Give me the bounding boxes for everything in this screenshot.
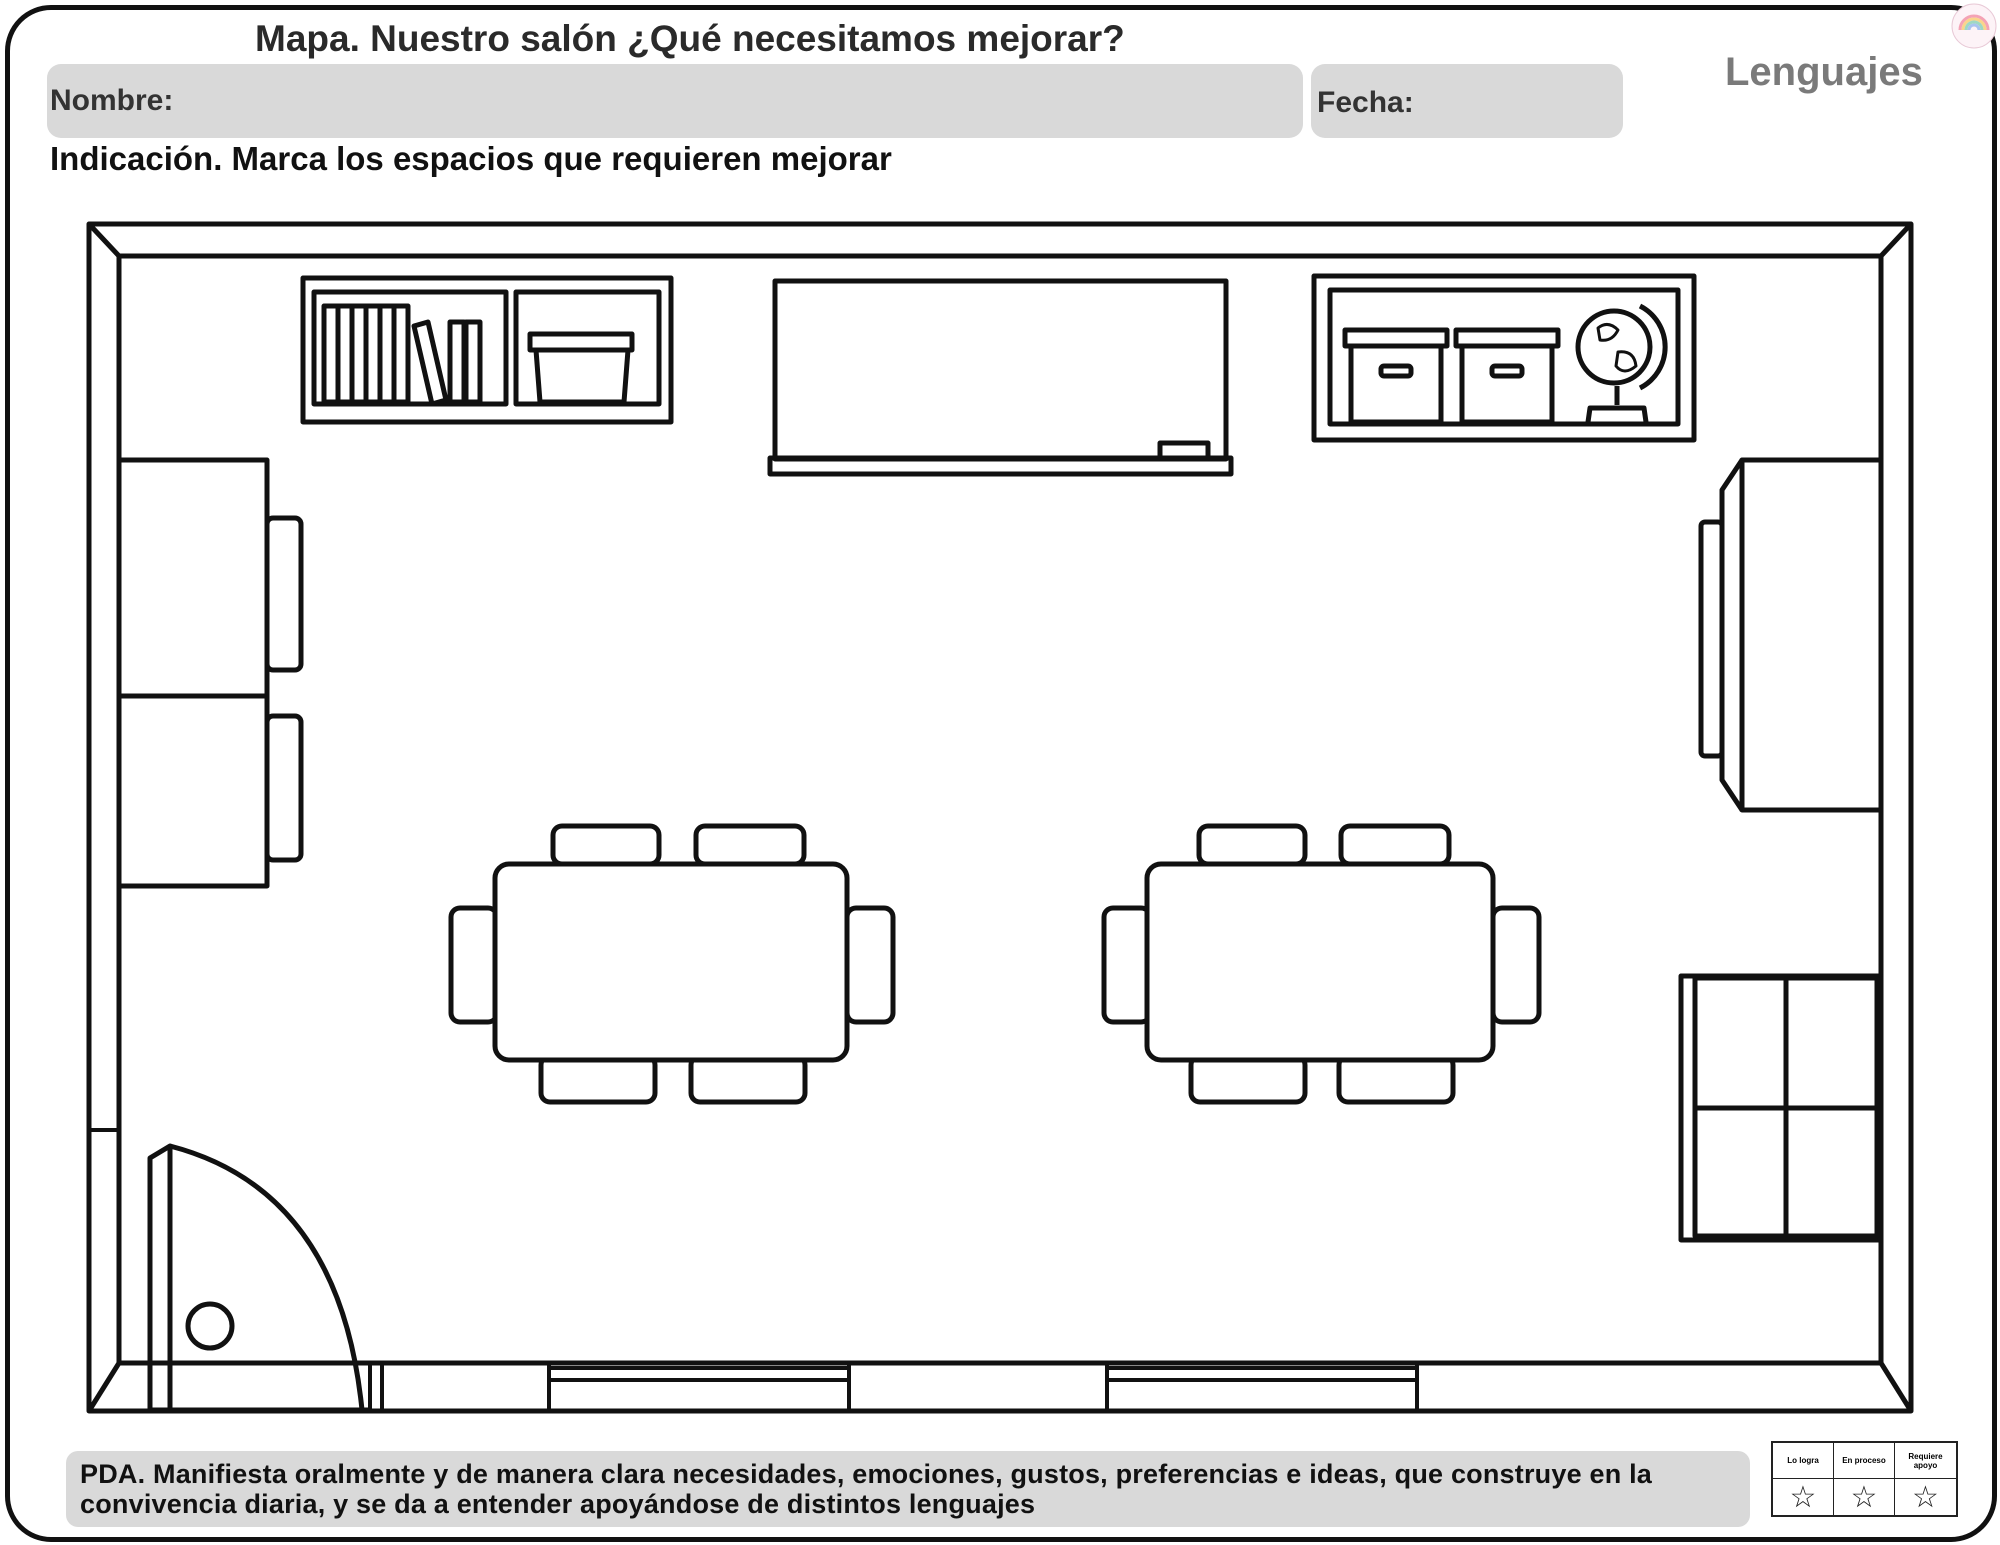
supply-shelf[interactable] [1311, 273, 1697, 443]
star-icon[interactable]: ☆ [1773, 1479, 1834, 1515]
evaluation-rubric: Lo logra En proceso Requiere apoyo ☆ ☆ ☆ [1771, 1441, 1958, 1517]
rubric-header-in-progress: En proceso [1834, 1443, 1895, 1479]
rainbow-logo-icon [1950, 2, 1998, 50]
globe-icon [1575, 303, 1668, 423]
door[interactable] [147, 1143, 370, 1413]
pda-box: PDA. Manifiesta oralmente y de manera cl… [66, 1451, 1750, 1527]
right-cabinet[interactable] [1698, 457, 1884, 813]
bookshelf[interactable] [300, 275, 674, 425]
date-label: Fecha: [1317, 86, 1414, 119]
bottom-windows [368, 1363, 1419, 1411]
star-icon[interactable]: ☆ [1834, 1479, 1895, 1515]
left-desk-top[interactable] [116, 457, 304, 699]
page-title: Mapa. Nuestro salón ¿Qué necesitamos mej… [255, 18, 1125, 59]
rubric-header-achieved: Lo logra [1773, 1443, 1834, 1479]
whiteboard[interactable] [767, 278, 1234, 477]
name-label: Nombre: [50, 84, 174, 117]
star-icon[interactable]: ☆ [1912, 1479, 1939, 1515]
date-field[interactable]: Fecha: [1311, 64, 1623, 138]
pda-text: PDA. Manifiesta oralmente y de manera cl… [80, 1459, 1653, 1519]
name-field[interactable]: Nombre: [47, 64, 1303, 138]
left-desk-bottom[interactable] [116, 693, 304, 889]
table-group-left[interactable] [448, 823, 896, 1105]
rubric-header-needs-support: Requiere apoyo [1895, 1443, 1956, 1479]
subject-label: Lenguajes [1725, 50, 1923, 94]
instruction-text: Indicación. Marca los espacios que requi… [50, 140, 892, 177]
worksheet-frame [5, 5, 1997, 1542]
right-storage-unit[interactable] [1678, 973, 1884, 1243]
table-group-right[interactable] [1101, 823, 1542, 1105]
